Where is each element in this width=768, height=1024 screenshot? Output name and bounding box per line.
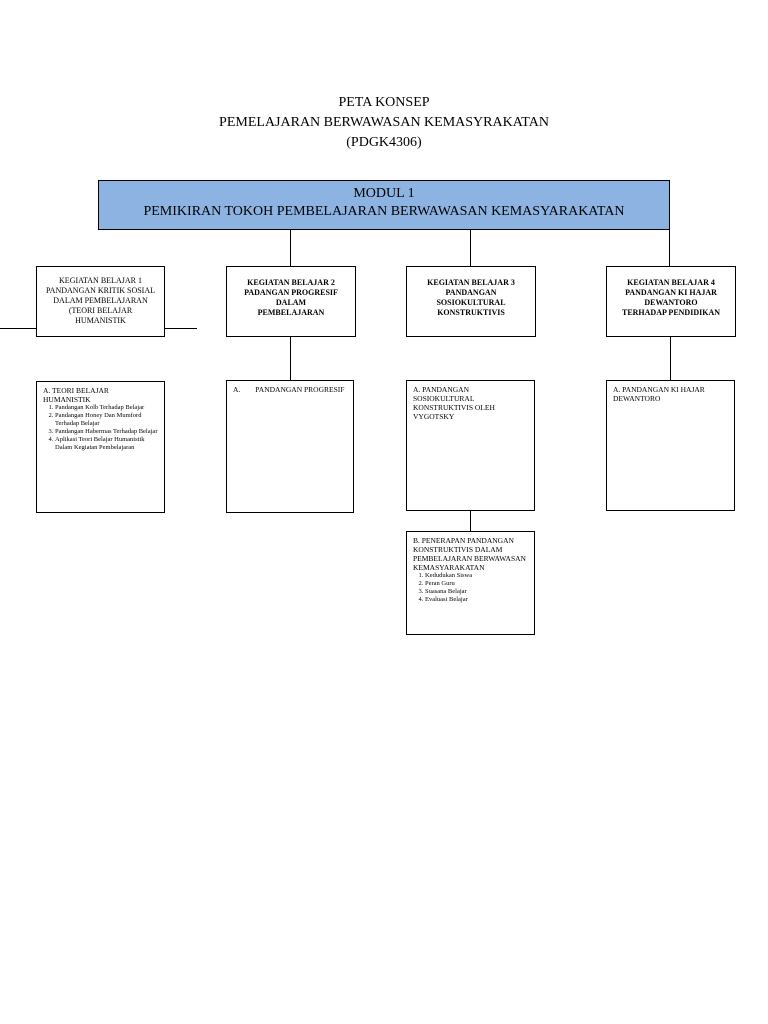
kb1-content-box: A. TEORI BELAJAR HUMANISTIK Pandangan Ko… xyxy=(36,381,165,513)
kegiatan-belajar-1-box: KEGIATAN BELAJAR 1 PANDANGAN KRITIK SOSI… xyxy=(36,266,165,337)
kegiatan-belajar-3-box: KEGIATAN BELAJAR 3 PANDANGAN SOSIOKULTUR… xyxy=(406,266,536,337)
kb-line: KEGIATAN BELAJAR 4 xyxy=(627,278,715,287)
modul-title: PEMIKIRAN TOKOH PEMBELAJARAN BERWAWASAN … xyxy=(143,204,625,219)
content-item: Kedudukan Siswa xyxy=(425,572,528,580)
connector-line xyxy=(290,337,291,380)
content-item: Evaluasi Belajar xyxy=(425,596,528,604)
connector-line xyxy=(470,230,471,266)
kb-line: PANDANGAN xyxy=(445,288,497,297)
kb3-content-box-b: B. PENERAPAN PANDANGAN KONSTRUKTIVIS DAL… xyxy=(406,531,535,635)
diagram-subtitle: PEMELAJARAN BERWAWASAN KEMASYRAKATAN xyxy=(219,115,549,130)
kb-line: PANDANGAN KRITIK SOSIAL xyxy=(45,286,156,295)
side-line-right xyxy=(165,328,197,329)
kb-line: KEGIATAN BELAJAR 3 xyxy=(427,278,515,287)
side-line-left xyxy=(0,328,36,329)
kb-line: DEWANTORO xyxy=(644,298,698,307)
kb-line: HUMANISTIK xyxy=(75,316,126,325)
connector-line xyxy=(290,230,291,266)
kegiatan-belajar-4-box: KEGIATAN BELAJAR 4 PANDANGAN KI HAJAR DE… xyxy=(606,266,736,337)
content-item: Peran Guru xyxy=(425,580,528,588)
connector-line xyxy=(470,511,471,531)
kb-line: KONSTRUKTIVIS xyxy=(437,308,505,317)
content-heading: A. PANDANGAN KI HAJAR DEWANTORO xyxy=(613,385,705,403)
kb-line: PEMBELAJARAN xyxy=(257,308,325,317)
kb-line: TERHADAP PENDIDIKAN xyxy=(621,308,720,317)
content-item: Pandangan Honey Dan Mumford Terhadap Bel… xyxy=(55,412,158,428)
kb-line: SOSIOKULTURAL xyxy=(436,298,506,307)
connector-line xyxy=(669,230,670,266)
course-code: (PDGK4306) xyxy=(346,135,422,150)
kb-line: DALAM PEMBELAJARAN xyxy=(53,296,148,305)
content-heading: A. PANDANGAN PROGRESIF xyxy=(233,385,345,394)
content-heading: B. PENERAPAN PANDANGAN KONSTRUKTIVIS DAL… xyxy=(413,536,526,572)
kb-line: KEGIATAN BELAJAR 2 xyxy=(247,278,335,287)
kb-line: KEGIATAN BELAJAR 1 xyxy=(59,276,142,285)
modul-number: MODUL 1 xyxy=(353,186,415,201)
kegiatan-belajar-2-box: KEGIATAN BELAJAR 2 PADANGAN PROGRESIF DA… xyxy=(226,266,356,337)
kb-line: DALAM xyxy=(275,298,307,307)
content-item: Pandangan Habermas Terhadap Belajar xyxy=(55,428,158,436)
kb-line: (TEORI BELAJAR xyxy=(68,306,133,315)
kb4-content-box: A. PANDANGAN KI HAJAR DEWANTORO xyxy=(606,380,735,511)
kb3-content-box-a: A. PANDANGAN SOSIOKULTURAL KONSTRUKTIVIS… xyxy=(406,380,535,511)
diagram-title: PETA KONSEP xyxy=(338,95,430,110)
modul-box: MODUL 1 PEMIKIRAN TOKOH PEMBELAJARAN BER… xyxy=(98,180,670,230)
kb2-content-box: A. PANDANGAN PROGRESIF xyxy=(226,380,354,513)
kb-line: PADANGAN PROGRESIF xyxy=(244,288,338,297)
content-heading: A. TEORI BELAJAR HUMANISTIK xyxy=(43,386,109,404)
content-item: Aplikasi Teori Belajar Humanistik Dalam … xyxy=(55,436,158,452)
content-heading: A. PANDANGAN SOSIOKULTURAL KONSTRUKTIVIS… xyxy=(413,385,495,421)
content-item: Pandangan Kolb Terhadap Belajar xyxy=(55,404,158,412)
content-item: Suasana Belajar xyxy=(425,588,528,596)
kb-line: PANDANGAN KI HAJAR xyxy=(625,288,717,297)
connector-line xyxy=(670,337,671,380)
